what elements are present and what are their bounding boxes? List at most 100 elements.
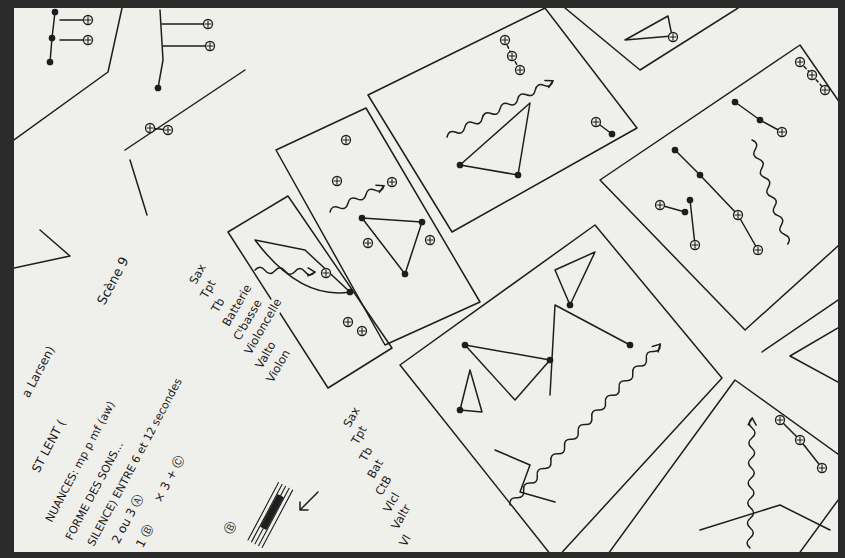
circled-plus <box>322 269 331 278</box>
circled-plus <box>821 86 830 95</box>
triangle-figure <box>255 240 350 293</box>
pitch-wedge <box>790 328 838 382</box>
triangle-figure <box>465 345 550 400</box>
circled-plus <box>592 118 601 127</box>
circled-plus <box>358 327 367 336</box>
arrow-head <box>545 77 555 87</box>
panel-edge <box>565 8 738 70</box>
dot-mark <box>687 197 692 202</box>
triangle-figure <box>460 370 482 412</box>
wavy-line <box>749 139 790 245</box>
dot-mark <box>672 147 677 152</box>
dot-mark <box>697 172 702 177</box>
circled-plus <box>818 464 827 473</box>
wavy-line <box>255 267 315 275</box>
dot-line <box>675 150 758 250</box>
panel-edge <box>130 160 147 215</box>
wavy-line <box>747 418 755 548</box>
triangle-figure <box>625 16 672 40</box>
staff-lines <box>248 483 293 548</box>
score-panel <box>600 380 838 552</box>
dot-mark <box>547 357 552 362</box>
dot-mark <box>47 59 52 64</box>
circled-plus <box>204 20 213 29</box>
arrow-head <box>376 182 386 192</box>
wavy-line <box>508 342 662 507</box>
dot-mark <box>627 342 632 347</box>
circled-plus <box>691 241 700 250</box>
dot-mark <box>155 85 160 90</box>
panel-edge <box>762 300 838 352</box>
circled-plus <box>778 128 787 137</box>
dot-mark <box>457 407 462 412</box>
zigzag-figure <box>700 505 830 530</box>
score-panel <box>400 225 722 552</box>
circled-plus <box>206 42 215 51</box>
dot-line <box>158 10 163 88</box>
circled-plus <box>501 36 510 45</box>
dot-line <box>50 12 55 62</box>
arrow-head <box>652 341 663 352</box>
circled-plus <box>776 416 785 425</box>
dot-line <box>163 45 205 47</box>
circled-plus <box>364 239 373 248</box>
wavy-line <box>329 183 386 215</box>
circled-plus <box>734 211 743 220</box>
zigzag-figure <box>495 450 555 502</box>
dot-mark <box>757 117 762 122</box>
dot-mark <box>732 99 737 104</box>
circled-plus <box>388 178 397 187</box>
circled-plus <box>669 33 678 42</box>
wavy-line <box>446 78 555 140</box>
wavy-arrow <box>746 418 756 548</box>
circled-plus <box>426 236 435 245</box>
panel-edge <box>125 70 245 150</box>
dot-mark <box>462 342 467 347</box>
sketch-group <box>14 8 838 552</box>
score-panel <box>368 8 637 232</box>
triangle-figure <box>555 252 595 305</box>
circled-plus <box>344 318 353 327</box>
dot-line <box>780 420 822 468</box>
circled-plus <box>808 71 817 80</box>
dot-line <box>735 102 782 132</box>
arrow-head <box>308 268 315 276</box>
circled-plus <box>754 246 763 255</box>
dot-mark <box>419 219 424 224</box>
dot-mark <box>457 162 462 167</box>
pointer-arrow <box>300 492 318 510</box>
wavy-arrow <box>328 182 385 215</box>
dot-mark <box>49 35 54 40</box>
dot-mark <box>567 302 572 307</box>
panel-edge <box>14 8 122 140</box>
arrow-head <box>748 418 756 425</box>
circled-plus <box>656 201 665 210</box>
dot-mark <box>359 215 364 220</box>
circled-plus <box>84 16 93 25</box>
triangle-figure <box>14 230 70 268</box>
circled-plus <box>333 177 342 186</box>
dot-mark <box>609 131 614 136</box>
dot-mark <box>402 271 407 276</box>
wavy-line <box>749 139 790 245</box>
dot-line <box>690 200 695 245</box>
triangle-figure <box>550 305 630 395</box>
wavy-arrow <box>255 266 315 276</box>
paper-sheet <box>14 8 838 552</box>
circled-plus <box>516 66 525 75</box>
dot-line <box>800 62 825 90</box>
triangle-figure <box>362 218 422 274</box>
wavy-arrow <box>445 77 555 140</box>
wavy-arrow <box>507 341 663 507</box>
circled-plus <box>796 58 805 67</box>
circled-plus <box>164 126 173 135</box>
dot-mark <box>52 9 57 14</box>
dot-mark <box>682 209 687 214</box>
score-panel <box>600 45 838 330</box>
circled-plus <box>342 136 351 145</box>
dot-line <box>162 23 203 25</box>
circled-plus <box>508 52 517 61</box>
circled-plus <box>146 124 155 133</box>
